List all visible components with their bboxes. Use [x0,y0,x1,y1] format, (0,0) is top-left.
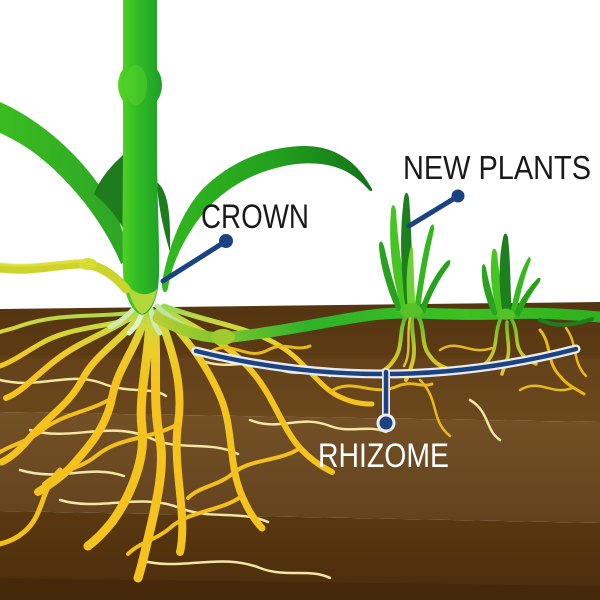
root-strand [83,307,155,551]
root-strand [28,428,240,456]
rhizome-callout [191,344,581,433]
rhizome-label: RHIZOME [318,437,449,475]
new-plants-callout [406,189,465,229]
root-scatter-right [208,326,588,438]
stem-node-highlight [125,65,147,105]
root-strand [0,310,140,334]
tuft-blade [510,257,531,315]
root-strand [18,468,126,478]
main-plant-stem [122,0,160,315]
root-strand [126,494,244,556]
tuft-blade [419,260,451,313]
root-strand [328,382,434,394]
root-strand [138,558,332,580]
main-plant-right-leaf [161,146,373,293]
tuft-blade [513,277,541,317]
root-strand [186,446,302,500]
root-strand [518,384,574,392]
tuft-sheath [399,303,423,318]
new-plant-2 [476,233,541,376]
root-strand [248,418,388,434]
root-strand [438,344,494,352]
tuft-blade [499,233,512,315]
root-strand [0,396,114,454]
soil-mid-band [0,412,600,523]
tuft-sheath [496,308,516,320]
crown-callout-dot [219,234,233,248]
tuft-blade [406,246,416,311]
main-plant-dark-leaf-right [157,182,171,252]
root-network-lower [0,396,302,556]
rhizome-dot [379,416,393,430]
stem-node [118,60,162,110]
main-plant-left-leaf [0,102,127,264]
yellow-droop-leaf [0,259,131,294]
rhizome-node [211,329,235,345]
main-plant [0,0,373,315]
root-strand [0,467,63,547]
root-strand [538,328,586,396]
tuft-blade [379,241,403,311]
yellow-leaf-highlight [0,259,87,267]
main-plant-dark-leaf-left [94,150,131,236]
crown-label: CROWN [201,198,309,236]
crown-callout-line [160,240,226,284]
new-plants-callout-line [406,195,458,229]
new-plants-callout-dot [451,189,465,203]
root-strand [418,378,452,438]
root-strand [0,306,148,466]
crown-base [127,284,157,314]
root-strand [208,344,312,355]
root-strand [468,398,502,442]
root-strand [42,422,180,486]
labels: CROWN NEW PLANTS RHIZOME [201,149,591,475]
root-strand [133,309,166,583]
soil-bottom-band [0,578,600,600]
crown-rootlet [148,306,163,336]
tuft-root [402,316,412,368]
tuft-blade [414,224,435,311]
root-strand [161,303,375,407]
tuft-root [416,314,448,370]
new-plants-label: NEW PLANTS [403,149,591,186]
root-strand [34,306,150,496]
crown-callout [160,234,233,284]
rhizome-tip-dark-edge [538,317,594,327]
